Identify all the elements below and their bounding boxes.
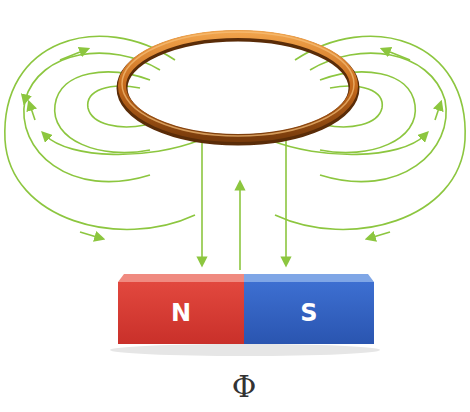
magnet-north-pole: N [118,282,244,344]
field-arrow [385,50,410,60]
pole-letter: S [300,299,317,327]
flux-symbol: Φ [232,369,257,404]
magnet-shadow [110,344,380,356]
copper-ring [122,34,354,138]
field-arrow [370,232,390,238]
field-line [201,135,203,262]
magnet-top-north [118,274,244,282]
pole-letter: N [171,299,191,327]
ring-highlight [122,32,354,136]
magnet-top-south [244,274,374,282]
field-arrow [60,50,85,60]
magnet-south-pole: S [244,282,374,344]
field-line [285,135,287,262]
field-arrow [80,232,100,238]
field-arrow [30,105,35,120]
field-arrow [435,105,440,120]
field-lines [5,36,465,270]
field-line [239,185,241,270]
